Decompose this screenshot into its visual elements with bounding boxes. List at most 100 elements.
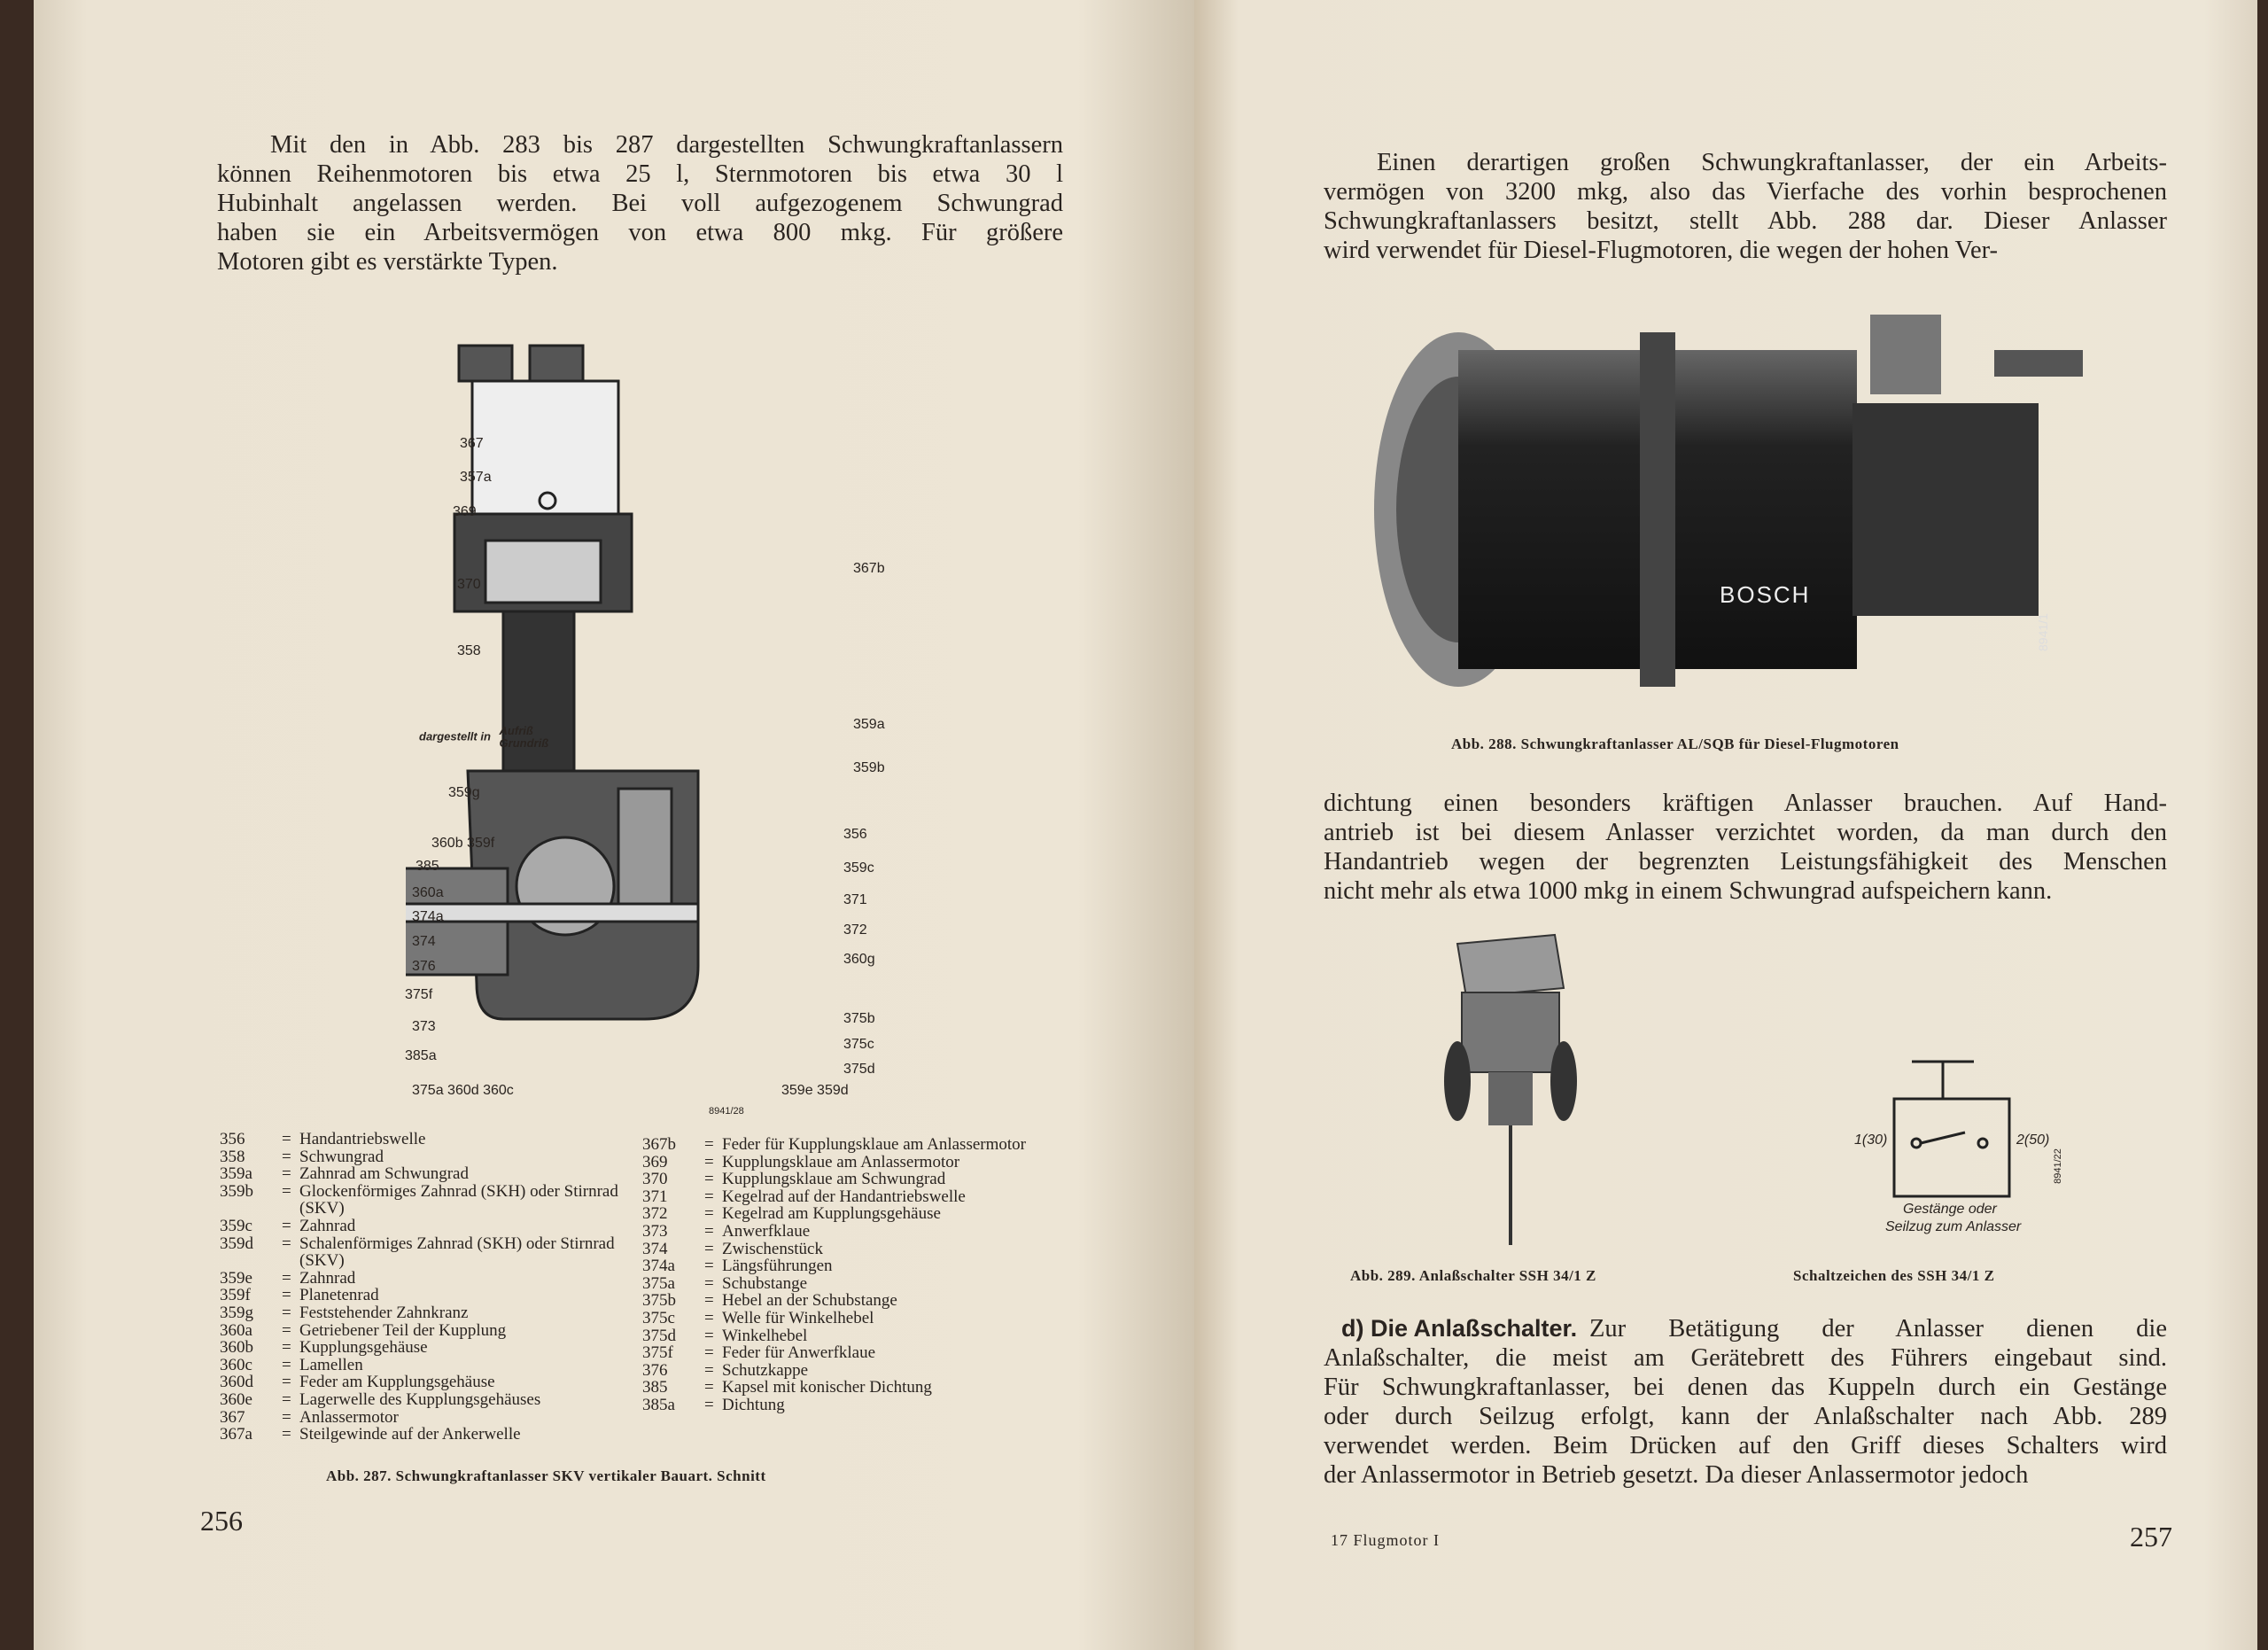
legend-description: Kegelrad auf der Handantriebswelle bbox=[722, 1187, 966, 1206]
legend-number: 369 bbox=[642, 1152, 668, 1171]
photo-brand: BOSCH bbox=[1720, 581, 1810, 608]
legend-description: Zahnrad bbox=[299, 1216, 356, 1235]
figure-287-caption: Abb. 287. Schwungkraftanlasser SKV verti… bbox=[326, 1467, 766, 1484]
legend-equals: = bbox=[704, 1239, 714, 1258]
left-page: Mit den in Abb. 283 bis 287 dargestellte… bbox=[34, 0, 1194, 1650]
legend-description: Schwungrad bbox=[299, 1147, 384, 1166]
legend-equals: = bbox=[704, 1221, 714, 1241]
legend-number: 374 bbox=[642, 1239, 668, 1258]
legend-item: 356=Handantriebswelle bbox=[220, 1131, 627, 1148]
text-line: Anlaßschalter, die meist am Gerätebrett … bbox=[1324, 1344, 2167, 1372]
legend-description: Welle für Winkelhebel bbox=[722, 1308, 874, 1327]
legend-number: 375c bbox=[642, 1308, 675, 1327]
legend-number: 359f bbox=[220, 1286, 251, 1305]
symbol-caption: Schaltzeichen des SSH 34/1 Z bbox=[1793, 1267, 1995, 1284]
legend-description: Anwerfklaue bbox=[722, 1221, 811, 1241]
legend-item: 359g=Feststehender Zahnkranz bbox=[220, 1304, 627, 1322]
legend-number: 385a bbox=[642, 1395, 675, 1414]
legend-number: 359e bbox=[220, 1268, 252, 1288]
legend-number: 359d bbox=[220, 1234, 253, 1253]
legend-equals: = bbox=[704, 1395, 714, 1414]
diagram-label: 385a bbox=[405, 1048, 437, 1063]
legend-item: 367b = Feder für Kupplungsklaue am Anlasse… bbox=[642, 1136, 1054, 1154]
legend-description: Steilgewinde auf der Ankerwelle bbox=[299, 1425, 521, 1444]
legend-number: 367b bbox=[642, 1135, 676, 1154]
legend-item: 367a=Steilgewinde auf der Ankerwelle bbox=[220, 1426, 627, 1444]
legend-item: 373 = Anwerfklaue bbox=[642, 1223, 1054, 1241]
legend-description: Schutzkappe bbox=[722, 1360, 809, 1380]
legend-equals: = bbox=[704, 1291, 714, 1311]
legend-number: 358 bbox=[220, 1147, 245, 1166]
text-line: können Reihenmotoren bis etwa 25 l, Ster… bbox=[217, 160, 1063, 188]
legend-number: 385 bbox=[642, 1378, 668, 1397]
diagram-label: 358 bbox=[457, 643, 481, 658]
legend-equals: = bbox=[282, 1147, 291, 1166]
legend-equals: = bbox=[704, 1326, 714, 1345]
diagram-label: 360b 359f bbox=[431, 836, 495, 851]
legend-description: Hebel an der Schubstange bbox=[722, 1291, 897, 1311]
legend-number: 374a bbox=[642, 1257, 675, 1276]
footer-signature: 17 Flugmotor I bbox=[1331, 1531, 1441, 1549]
diagram-label: 367b bbox=[853, 561, 885, 576]
diagram-label: 374a bbox=[412, 909, 444, 924]
text-line: Schwungkraftanlassers besitzt, stellt Ab… bbox=[1324, 207, 2167, 235]
legend-item: 385=Kapsel mit konischer Dichtung bbox=[642, 1379, 1054, 1397]
legend-description: Schalenförmiges Zahnrad (SKH) oder Stirn… bbox=[299, 1234, 615, 1271]
legend-item: 359e=Zahnrad bbox=[220, 1270, 627, 1288]
diagram-label: 359b bbox=[853, 760, 885, 775]
legend-equals: = bbox=[704, 1152, 714, 1171]
legend-number: 375d bbox=[642, 1326, 676, 1345]
legend-equals: = bbox=[704, 1204, 714, 1224]
legend-equals: = bbox=[704, 1170, 714, 1189]
text-line: Für Schwungkraftanlasser, bei denen das … bbox=[1324, 1374, 2167, 1401]
figure-289-switch-photo bbox=[1444, 933, 1577, 1245]
legend-number: 367a bbox=[220, 1425, 252, 1444]
legend-item: 369=Kupplungsklaue am Anlassermotor bbox=[642, 1152, 1054, 1171]
legend-equals: = bbox=[282, 1286, 291, 1305]
text-line: verwendet werden. Beim Drücken auf den G… bbox=[1324, 1432, 2167, 1459]
diagram-label: 367 bbox=[460, 436, 484, 451]
legend-equals: = bbox=[282, 1130, 291, 1148]
text-line: oder durch Seilzug erfolgt, kann der Anl… bbox=[1324, 1403, 2167, 1430]
legend-description: Feder für Anwerfklaue bbox=[722, 1343, 876, 1363]
legend-item: 370=Kupplungsklaue am Schwungrad bbox=[642, 1171, 1054, 1188]
diagram-label: 375f bbox=[405, 987, 433, 1002]
legend-description: Kupplungsklaue am Schwungrad bbox=[722, 1170, 946, 1189]
intro-paragraph: Mit den in Abb. 283 bis 287 dargestellte… bbox=[217, 130, 1063, 276]
diagram-label: 375d bbox=[843, 1062, 875, 1077]
diagram-label: 385 bbox=[416, 859, 439, 874]
diagram-label: 8941/28 bbox=[709, 1106, 744, 1117]
legend-equals: = bbox=[704, 1135, 714, 1154]
legend-right: 367b = Feder für Kupplungsklaue am Anlasse… bbox=[642, 1136, 1054, 1414]
view-note: dargestellt in Aufriß Grundriß bbox=[419, 725, 548, 750]
legend-equals: = bbox=[282, 1320, 291, 1340]
diagram-label: 356 bbox=[843, 827, 867, 842]
legend-item: 358 = Schwungrad bbox=[220, 1148, 627, 1166]
legend-item: 385a=Dichtung bbox=[642, 1397, 1054, 1414]
legend-equals: = bbox=[704, 1187, 714, 1206]
diagram-label: 360a bbox=[412, 885, 444, 900]
section-heading: d) Die Anlaßschalter. bbox=[1341, 1315, 1578, 1342]
legend-number: 356 bbox=[220, 1130, 245, 1148]
diagram-label: 373 bbox=[412, 1019, 436, 1034]
legend-number: 373 bbox=[642, 1221, 668, 1241]
legend-item: 374=Zwischenstück bbox=[642, 1239, 1054, 1258]
diagram-label: 357a bbox=[460, 470, 492, 485]
page-number-left: 256 bbox=[200, 1505, 243, 1537]
text-line: nicht mehr als etwa 1000 mkg in einem Sc… bbox=[1324, 877, 2053, 905]
legend-number: 375a bbox=[642, 1273, 675, 1293]
legend-description: Lagerwelle des Kupplungsgehäuses bbox=[299, 1389, 541, 1409]
legend-item: 360e=Lagerwelle des Kupplungsgehäuses bbox=[220, 1391, 627, 1409]
legend-item: 371=Kegelrad auf der Handantriebswelle bbox=[642, 1188, 1054, 1206]
section-d-paragraph: d) Die Anlaßschalter.Zur Betätigung der … bbox=[1324, 1314, 2167, 1490]
legend-description: Anlassermotor bbox=[299, 1407, 399, 1427]
legend-description: Feder für Kupplungsklaue am Anlassermoto… bbox=[722, 1135, 1026, 1154]
legend-item: 359a=Zahnrad am Schwungrad bbox=[220, 1165, 627, 1183]
legend-item: 372=Kegelrad am Kupplungsgehäuse bbox=[642, 1205, 1054, 1223]
schematic-note-2: Seilzug zum Anlasser bbox=[1885, 1219, 2022, 1234]
schematic-note-1: Gestänge oder bbox=[1903, 1202, 1997, 1217]
legend-equals: = bbox=[704, 1343, 714, 1363]
figure-288-caption: Abb. 288. Schwungkraftanlasser AL/SQB fü… bbox=[1451, 735, 1899, 752]
schematic-code: 8941/22 bbox=[2052, 1148, 2063, 1184]
